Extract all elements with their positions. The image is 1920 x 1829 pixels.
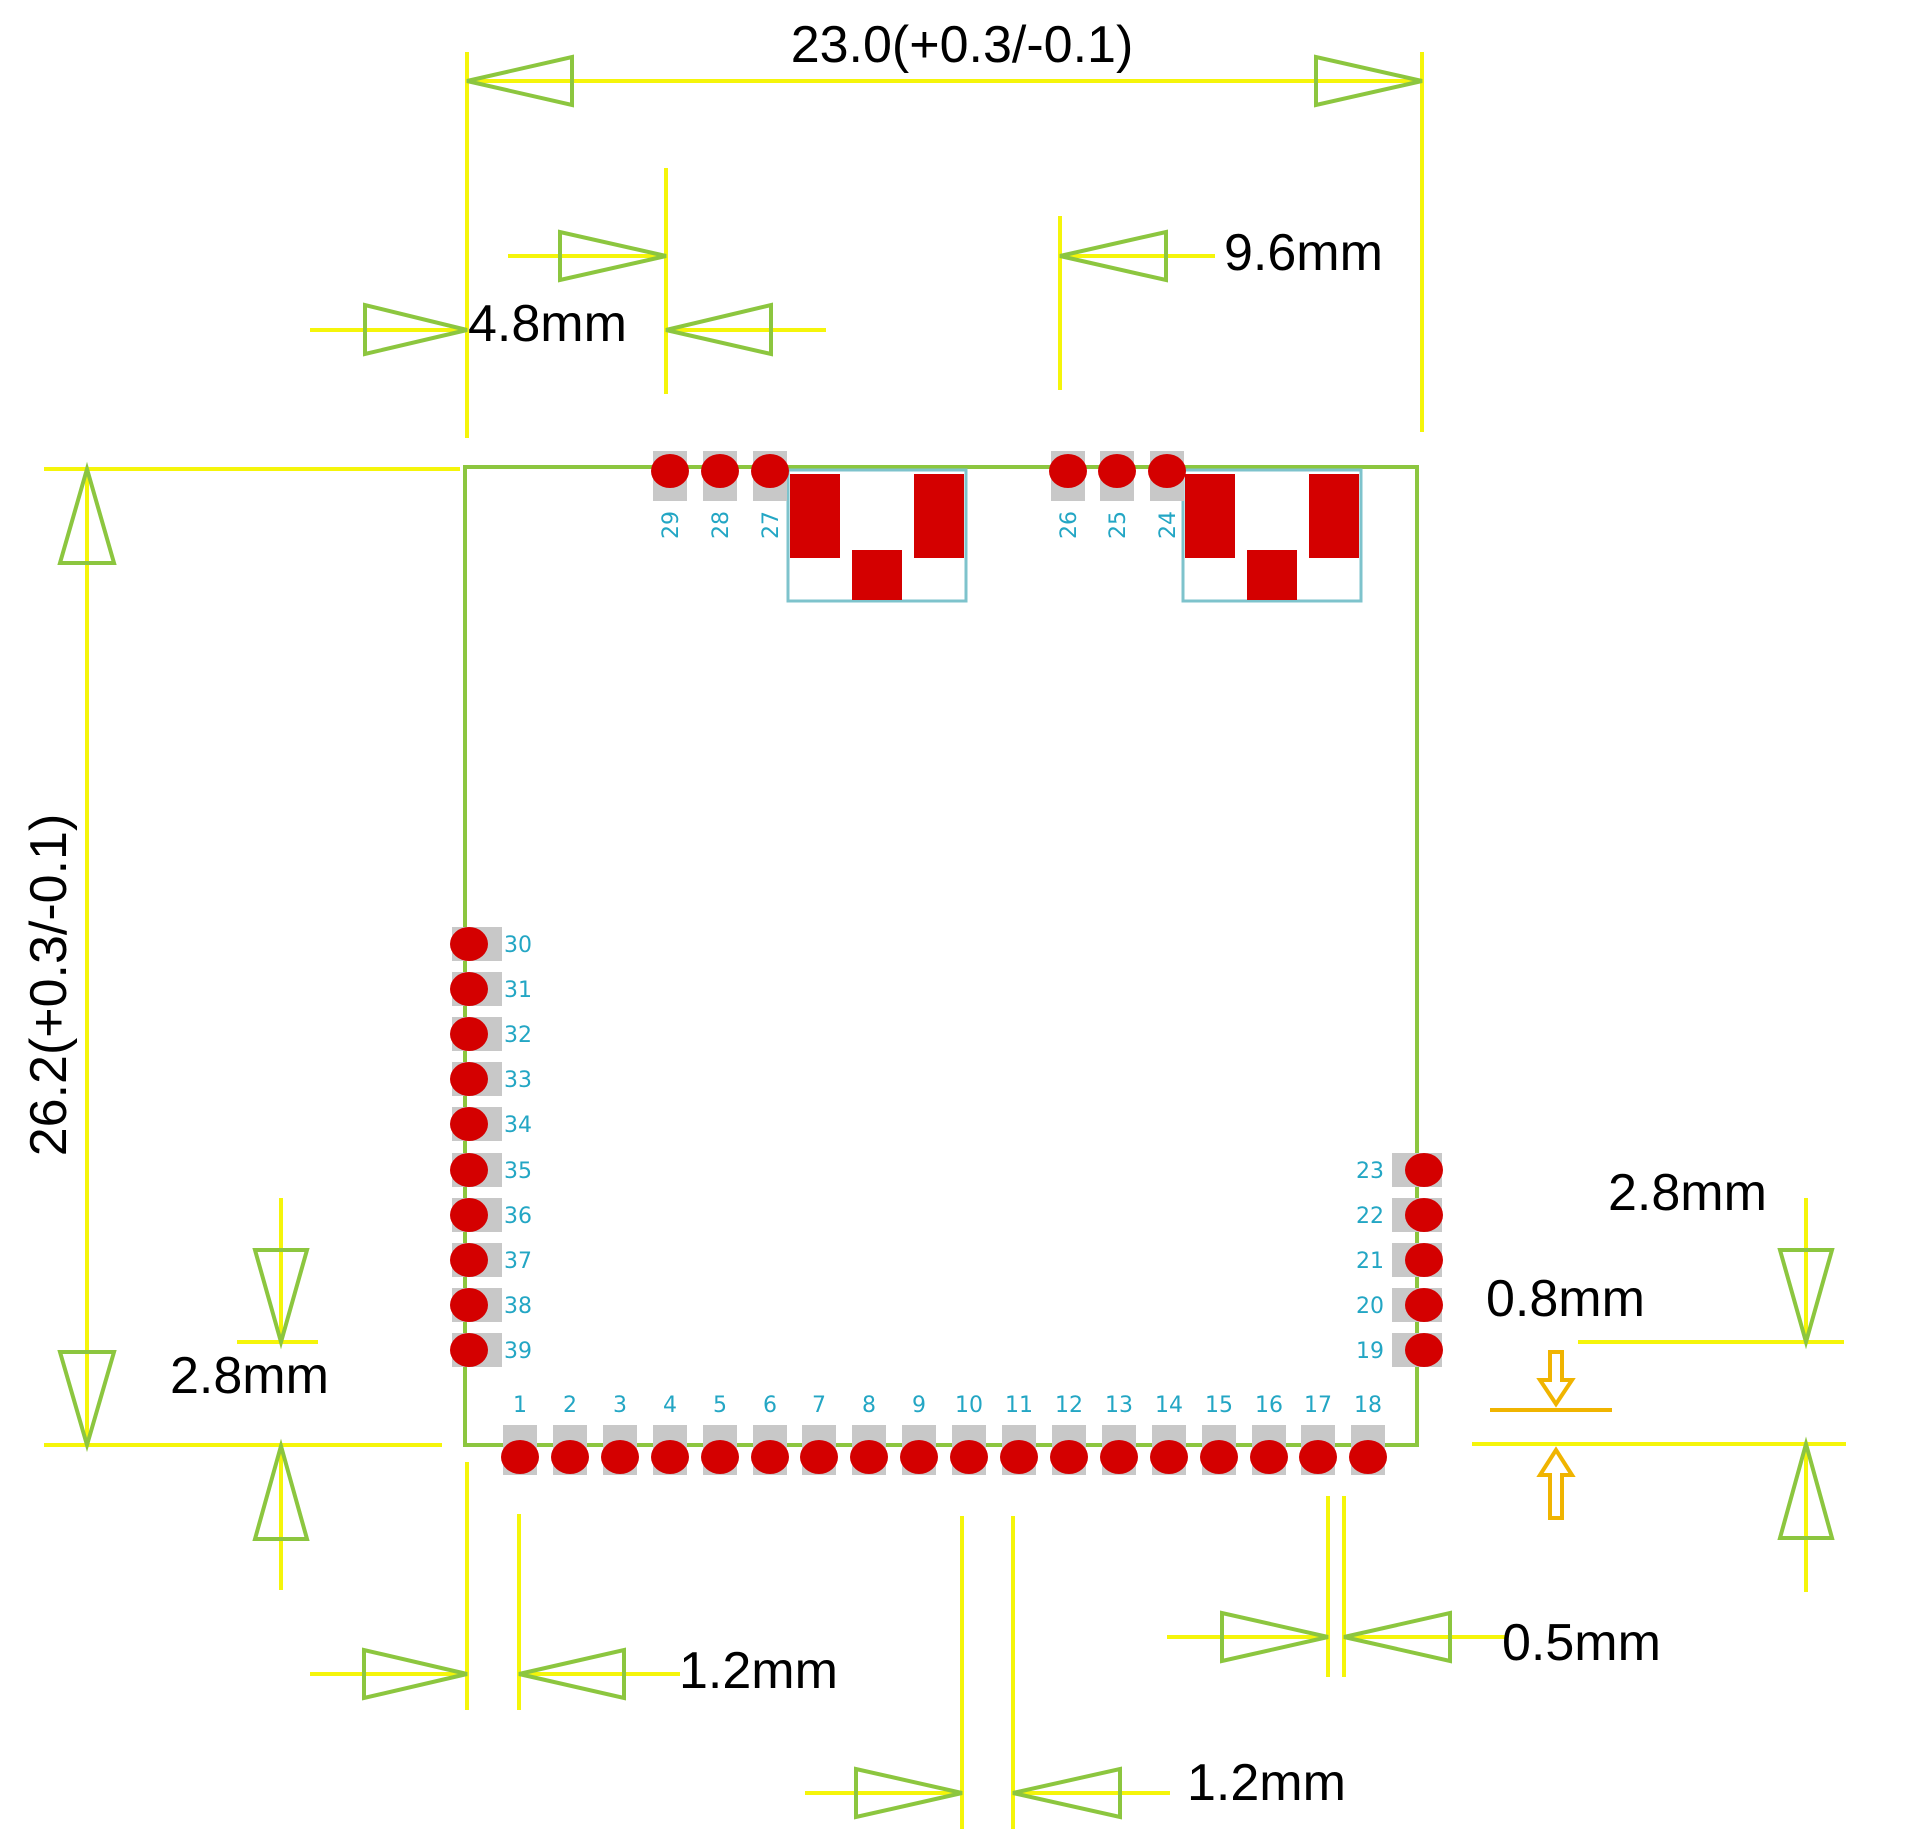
pin-label-3: 3 (613, 1393, 627, 1418)
pin-label-8: 8 (862, 1393, 876, 1418)
antenna-footprint-a (786, 468, 968, 603)
dimension-arrowheads (57, 54, 1835, 1820)
pad-37 (450, 1243, 502, 1277)
pin-label-5: 5 (713, 1393, 727, 1418)
pad-10 (950, 1425, 988, 1475)
pad-30 (450, 927, 502, 961)
pad-27 (751, 451, 789, 501)
pad-9 (900, 1425, 938, 1475)
pin-label-15: 15 (1205, 1393, 1233, 1418)
pin-label-21: 21 (1356, 1249, 1384, 1274)
pin-label-16: 16 (1255, 1393, 1283, 1418)
pad-20 (1392, 1288, 1443, 1322)
pin-label-19: 19 (1356, 1339, 1384, 1364)
pin-label-31: 31 (504, 978, 532, 1003)
pad-length-label: 0.8mm (1486, 1270, 1645, 1328)
pad-14 (1150, 1425, 1188, 1475)
pad-15 (1200, 1425, 1238, 1475)
pad-35 (450, 1153, 502, 1187)
pad-4 (651, 1425, 689, 1475)
pad-29 (651, 451, 689, 501)
pad-2 (551, 1425, 589, 1475)
pin-label-39: 39 (504, 1339, 532, 1364)
pin-label-35: 35 (504, 1159, 532, 1184)
pin-label-23: 23 (1356, 1159, 1384, 1184)
pad-19 (1392, 1333, 1443, 1367)
pad-3 (601, 1425, 639, 1475)
left-bottom-offset-label: 2.8mm (170, 1347, 329, 1405)
pin-label-36: 36 (504, 1204, 532, 1229)
pad-36 (450, 1198, 502, 1232)
pin-label-28: 28 (709, 511, 734, 539)
pin-label-32: 32 (504, 1023, 532, 1048)
pad-24 (1148, 451, 1186, 501)
pin-label-11: 11 (1005, 1393, 1033, 1418)
pad-21 (1392, 1243, 1443, 1277)
pad-38 (450, 1288, 502, 1322)
antenna-footprint-b (1181, 468, 1363, 603)
right-bottom-offset-label: 2.8mm (1608, 1164, 1767, 1222)
bottom-pitch-label: 1.2mm (1187, 1754, 1346, 1812)
pin-label-2: 2 (563, 1393, 577, 1418)
pin-label-17: 17 (1304, 1393, 1332, 1418)
pin-label-33: 33 (504, 1068, 532, 1093)
height-dimension-label: 26.2(+0.3/-0.1) (20, 814, 78, 1157)
bottom-right-gap-label: 0.5mm (1502, 1614, 1661, 1672)
pad-12 (1050, 1425, 1088, 1475)
pad-1 (501, 1425, 539, 1475)
pad-25 (1098, 451, 1136, 501)
pad-34 (450, 1107, 502, 1141)
pin-label-30: 30 (504, 933, 532, 958)
pin-label-29: 29 (659, 511, 684, 539)
pad-13 (1100, 1425, 1138, 1475)
pad-39 (450, 1333, 502, 1367)
pin-label-13: 13 (1105, 1393, 1133, 1418)
pad-31 (450, 972, 502, 1006)
pin-label-22: 22 (1356, 1204, 1384, 1229)
pad-length-marker (1490, 1350, 1612, 1520)
pad-8 (850, 1425, 888, 1475)
pin-label-1: 1 (513, 1393, 527, 1418)
module-outline (463, 465, 1419, 1447)
pad-26 (1049, 451, 1087, 501)
pin-label-34: 34 (504, 1113, 532, 1138)
pin-label-18: 18 (1354, 1393, 1382, 1418)
pad-6 (751, 1425, 789, 1475)
bottom-left-pitch-label: 1.2mm (679, 1642, 838, 1700)
pad-32 (450, 1017, 502, 1051)
pad-28 (701, 451, 739, 501)
top-right-offset-label: 9.6mm (1224, 224, 1383, 282)
pad-17 (1299, 1425, 1337, 1475)
pad-23 (1392, 1153, 1443, 1187)
pin-label-10: 10 (955, 1393, 983, 1418)
pin-label-27: 27 (759, 511, 784, 539)
pad-7 (800, 1425, 838, 1475)
pad-16 (1250, 1425, 1288, 1475)
pin-label-38: 38 (504, 1294, 532, 1319)
pin-label-37: 37 (504, 1249, 532, 1274)
width-dimension-label: 23.0(+0.3/-0.1) (791, 16, 1134, 74)
pin-label-26: 26 (1057, 511, 1082, 539)
pin-label-12: 12 (1055, 1393, 1083, 1418)
pad-5 (701, 1425, 739, 1475)
pin-label-6: 6 (763, 1393, 777, 1418)
top-left-offset-label: 4.8mm (468, 295, 627, 353)
pad-33 (450, 1062, 502, 1096)
pin-label-24: 24 (1156, 511, 1181, 539)
pin-label-20: 20 (1356, 1294, 1384, 1319)
pad-11 (1000, 1425, 1038, 1475)
dimension-lines (44, 52, 1846, 1829)
pin-label-14: 14 (1155, 1393, 1183, 1418)
pad-22 (1392, 1198, 1443, 1232)
pin-label-4: 4 (663, 1393, 677, 1418)
pin-label-7: 7 (812, 1393, 826, 1418)
pin-label-9: 9 (912, 1393, 926, 1418)
pad-18 (1349, 1425, 1387, 1475)
pin-label-25: 25 (1106, 511, 1131, 539)
